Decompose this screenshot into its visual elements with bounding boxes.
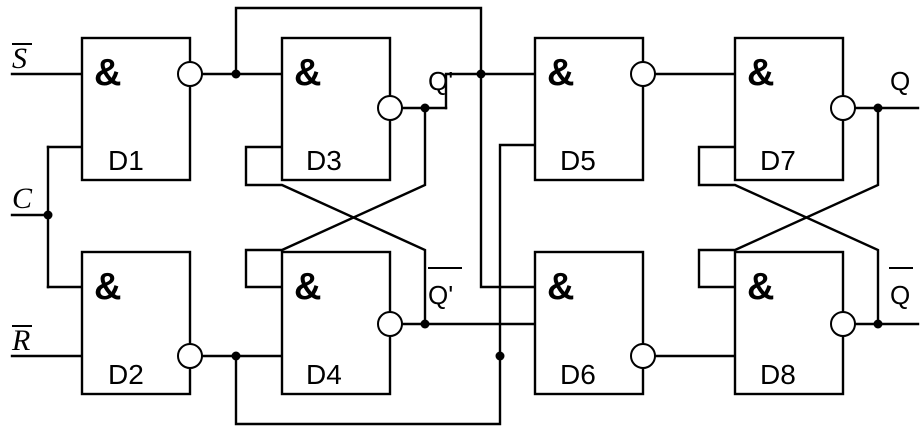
inverter-bubble-icon [630,343,656,369]
gate-symbol: & [747,52,774,94]
gate-d1: & D1 [80,36,203,182]
gate-d5: & D5 [533,36,656,182]
inverter-bubble-icon [630,61,656,87]
junctions [43,69,883,361]
gate-label: D5 [560,145,596,176]
gate-d2: & D2 [80,250,203,396]
inverter-bubble-icon [177,343,203,369]
output-label-q-bar: Q [890,280,910,310]
gate-symbol: & [547,266,574,308]
gate-symbol: & [94,266,121,308]
gate-label: D4 [306,359,342,390]
gate-label: D8 [760,359,796,390]
inverter-bubble-icon [830,95,856,121]
gate-label: D7 [760,145,796,176]
input-c: C [12,182,33,215]
gate-d6: & D6 [533,250,656,396]
inverter-bubble-icon [377,95,403,121]
output-label-q: Q [890,66,910,96]
gate-symbol: & [547,52,574,94]
output-q-bar: Q [889,267,913,310]
inverter-bubble-icon [830,311,856,337]
output-label-q-prime-bar: Q' [428,280,453,310]
gate-label: D2 [108,359,144,390]
gate-d8: & D8 [733,250,856,396]
gate-symbol: & [294,266,321,308]
input-r: R [11,324,32,357]
gate-symbol: & [294,52,321,94]
input-s: S [12,42,32,75]
output-label-q-prime: Q' [428,66,453,96]
gate-d4: & D4 [280,250,403,396]
gate-d3: & D3 [280,36,403,182]
input-label-s: S [12,42,27,75]
gate-label: D1 [108,145,144,176]
input-label-c: C [12,182,33,215]
inverter-bubble-icon [177,61,203,87]
gate-symbol: & [94,52,121,94]
output-q-prime-bar: Q' [428,267,462,310]
gate-symbol: & [747,266,774,308]
input-label-r: R [11,324,30,357]
gate-label: D6 [560,359,596,390]
inverter-bubble-icon [377,311,403,337]
gate-label: D3 [306,145,342,176]
gate-d7: & D7 [733,36,856,182]
